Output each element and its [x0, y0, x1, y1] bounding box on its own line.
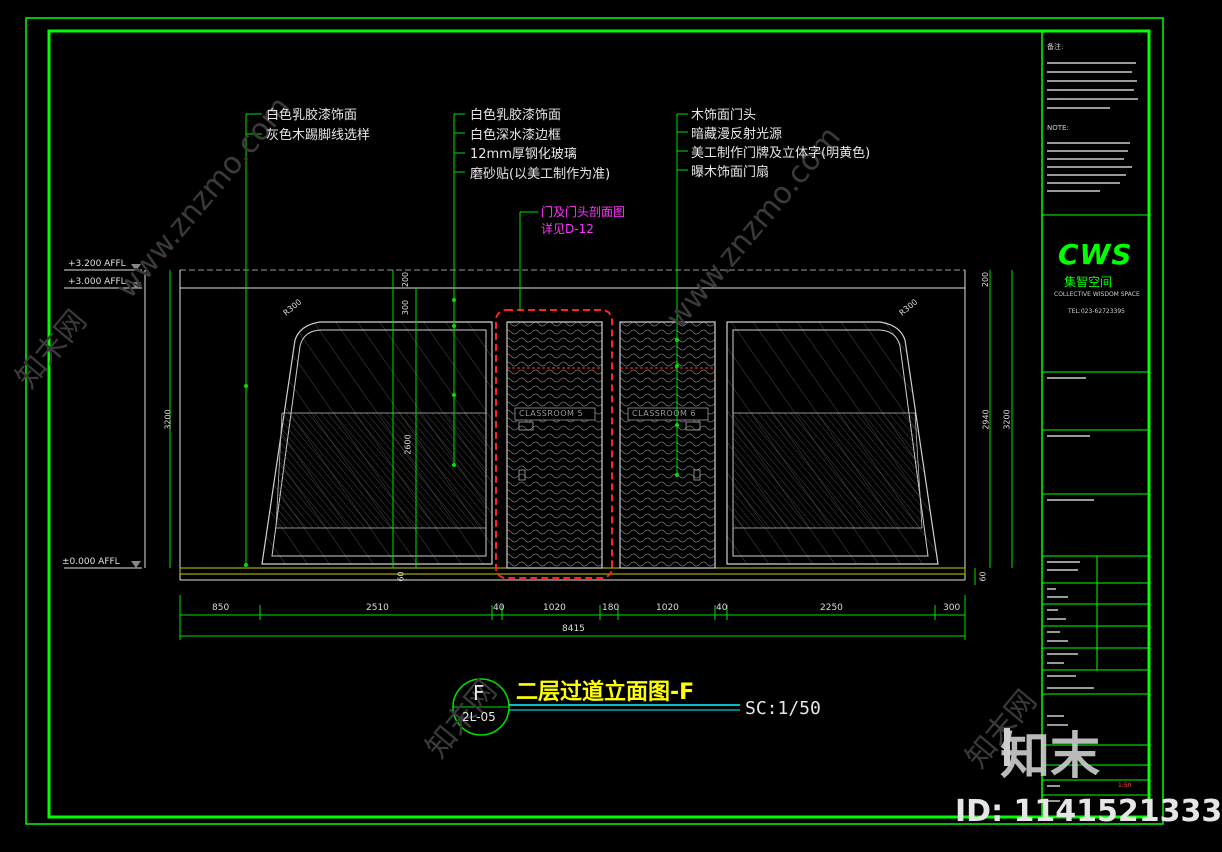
hdim-total: 8415 — [562, 624, 585, 634]
callout-ref: 2L-05 — [462, 710, 496, 724]
level-label-floor: ±0.000 AFFL — [62, 557, 120, 567]
notes-mid: 白色乳胶漆饰面 白色深水漆边框 12mm厚钢化玻璃 磨砂贴(以美工制作为准) — [470, 106, 610, 184]
note-mid-1: 白色乳胶漆饰面 — [470, 108, 562, 123]
vdim-right-2940: 2940 — [981, 409, 991, 430]
drawing-title: 二层过道立面图-F — [516, 680, 695, 705]
level-markers — [64, 264, 146, 569]
horizontal-dims — [179, 595, 966, 640]
vertical-dims — [169, 270, 1013, 585]
title-block — [1041, 31, 1149, 817]
hdim-850: 850 — [212, 603, 230, 613]
note-left-2: 灰色木踢脚线选样 — [266, 128, 371, 143]
vdim-left-3200: 3200 — [163, 409, 173, 430]
hdim-2510: 2510 — [366, 603, 389, 613]
note-right-4: 曝木饰面门扇 — [691, 165, 770, 180]
hdim-180: 180 — [602, 603, 620, 613]
tb-scale-value: 1:50 — [1118, 782, 1132, 789]
note-mid-2: 白色深水漆边框 — [470, 127, 562, 143]
vdim-200: 200 — [401, 271, 411, 288]
note-right-2: 暗藏漫反射光源 — [691, 127, 783, 142]
notes-left: 白色乳胶漆饰面 灰色木踢脚线选样 — [266, 106, 370, 146]
vdim-right-200: 200 — [981, 271, 991, 288]
vdim-bottom-right: 60 — [978, 571, 988, 582]
note-mid-4: 磨砂贴(以美工制作为准) — [470, 166, 611, 182]
svg-text:知末网: 知末网 — [9, 304, 94, 395]
left-glass-panel — [261, 321, 493, 565]
section-note: 门及门头剖面图 详见D-12 — [541, 204, 625, 238]
hdim-1020b: 1020 — [656, 603, 679, 613]
section-highlight — [495, 309, 613, 579]
cad-drawing: 知末网 www.znzmo.com 知末网 www.znzmo.com 知末网 — [9, 17, 1164, 825]
level-label-ceiling: +3.000 AFFL — [68, 277, 126, 287]
note-right-3: 美工制作门牌及立体字(明黄色) — [691, 146, 871, 161]
door-label-left: CLASSROOM 5 — [519, 409, 584, 418]
note-mid-3: 12mm厚钢化玻璃 — [470, 147, 577, 162]
section-note-ref: 详见D-12 — [541, 222, 594, 236]
tb-note-en: NOTE: — [1047, 124, 1069, 132]
vdim-right-3200: 3200 — [1002, 409, 1012, 430]
leader-dots — [244, 298, 679, 567]
note-right-1: 木饰面门头 — [691, 108, 757, 123]
inner-border — [47, 29, 1151, 819]
notes-right: 木饰面门头 暗藏漫反射光源 美工制作门牌及立体字(明黄色) 曝木饰面门扇 — [691, 106, 870, 182]
drawing-callout — [452, 678, 740, 736]
watermark-logo: 知末 — [1000, 727, 1100, 785]
callout-letter: F — [473, 681, 485, 705]
drawing-scale: SC:1/50 — [745, 698, 821, 719]
watermark-id: ID: 1141521333 — [955, 794, 1222, 829]
leader-lines — [245, 113, 688, 565]
hdim-2250: 2250 — [820, 603, 843, 613]
tb-company-cn: 集智空间 — [1064, 275, 1113, 289]
vdim-300: 300 — [401, 299, 411, 316]
level-label-top: +3.200 AFFL — [68, 259, 126, 269]
tb-notes-header: 备注: — [1047, 43, 1064, 51]
watermark-logo-shape — [1004, 728, 1010, 766]
vdim-bottom-left: 60 — [396, 571, 406, 582]
hdim-1020a: 1020 — [543, 603, 566, 613]
tb-tel: TEL:023-62723395 — [1068, 308, 1125, 315]
door-left — [506, 321, 603, 569]
hdim-40b: 40 — [716, 603, 728, 613]
door-right — [619, 321, 716, 569]
right-glass-panel — [726, 321, 939, 565]
note-left-1: 白色乳胶漆饰面 — [266, 108, 358, 123]
hdim-300: 300 — [943, 603, 961, 613]
outer-border — [25, 17, 1164, 825]
tb-company-en: COLLECTIVE WISDOM SPACE — [1054, 291, 1140, 298]
vdim-2600: 2600 — [403, 434, 413, 455]
section-note-title: 门及门头剖面图 — [541, 205, 626, 219]
hdim-40a: 40 — [493, 603, 505, 613]
door-label-right: CLASSROOM 6 — [632, 409, 697, 418]
tb-logo: CWS — [1058, 238, 1133, 271]
